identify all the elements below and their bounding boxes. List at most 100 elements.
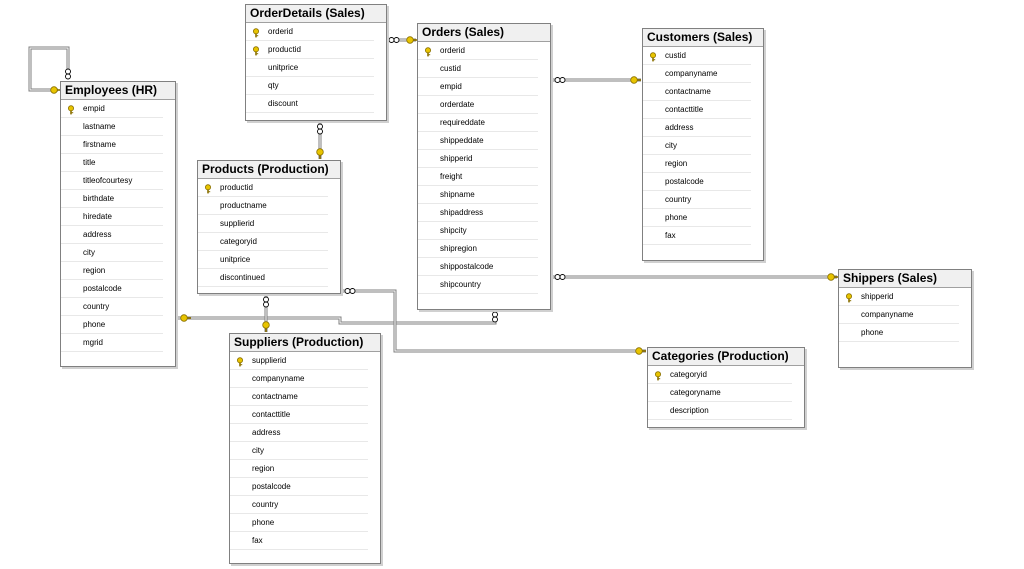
column-row[interactable]: phone bbox=[643, 209, 751, 227]
column-row[interactable]: postalcode bbox=[61, 280, 163, 298]
column-row[interactable]: requireddate bbox=[418, 114, 538, 132]
many-end-icon bbox=[393, 37, 400, 43]
column-row[interactable]: orderdate bbox=[418, 96, 538, 114]
column-row[interactable]: postalcode bbox=[643, 173, 751, 191]
column-name: productid bbox=[268, 45, 301, 54]
column-row[interactable]: unitprice bbox=[198, 251, 328, 269]
table-title[interactable]: Suppliers (Production) bbox=[230, 334, 380, 352]
column-row[interactable]: shippostalcode bbox=[418, 258, 538, 276]
column-name: shipaddress bbox=[440, 208, 484, 217]
column-row[interactable]: supplierid bbox=[198, 215, 328, 233]
column-row[interactable]: country bbox=[643, 191, 751, 209]
column-row[interactable]: firstname bbox=[61, 136, 163, 154]
column-row[interactable]: companyname bbox=[643, 65, 751, 83]
column-row[interactable]: lastname bbox=[61, 118, 163, 136]
primary-key-icon bbox=[251, 45, 261, 56]
column-row[interactable]: contactname bbox=[230, 388, 368, 406]
column-row[interactable]: custid bbox=[643, 47, 751, 65]
column-row[interactable]: orderid bbox=[418, 42, 538, 60]
column-row[interactable]: supplierid bbox=[230, 352, 368, 370]
column-name: shipregion bbox=[440, 244, 477, 253]
column-row[interactable]: region bbox=[230, 460, 368, 478]
column-name: supplierid bbox=[252, 356, 287, 365]
column-row[interactable]: fax bbox=[643, 227, 751, 245]
table-title[interactable]: Categories (Production) bbox=[648, 348, 804, 366]
column-row[interactable]: shipperid bbox=[418, 150, 538, 168]
column-name: orderid bbox=[440, 46, 465, 55]
column-row[interactable]: postalcode bbox=[230, 478, 368, 496]
column-row[interactable]: freight bbox=[418, 168, 538, 186]
column-name: requireddate bbox=[440, 118, 485, 127]
column-row[interactable]: shipperid bbox=[839, 288, 959, 306]
column-name: postalcode bbox=[665, 177, 704, 186]
column-row[interactable]: country bbox=[230, 496, 368, 514]
column-row[interactable]: address bbox=[643, 119, 751, 137]
column-row[interactable]: orderid bbox=[246, 23, 374, 41]
column-row[interactable]: address bbox=[230, 424, 368, 442]
column-row[interactable]: productid bbox=[198, 179, 328, 197]
column-row[interactable]: titleofcourtesy bbox=[61, 172, 163, 190]
table-title[interactable]: Shippers (Sales) bbox=[839, 270, 971, 288]
column-row[interactable]: empid bbox=[418, 78, 538, 96]
key-shaft bbox=[57, 89, 61, 91]
one-end-key-icon bbox=[316, 148, 324, 159]
column-row[interactable]: phone bbox=[839, 324, 959, 342]
column-row[interactable]: productid bbox=[246, 41, 374, 59]
table-orderdetails[interactable]: OrderDetails (Sales)orderid productid unit… bbox=[245, 4, 387, 121]
column-row[interactable]: shipaddress bbox=[418, 204, 538, 222]
column-row[interactable]: hiredate bbox=[61, 208, 163, 226]
column-row[interactable]: categoryid bbox=[198, 233, 328, 251]
column-row[interactable]: shipcity bbox=[418, 222, 538, 240]
column-row[interactable]: contacttitle bbox=[230, 406, 368, 424]
column-name: fax bbox=[252, 536, 263, 545]
column-row[interactable]: city bbox=[230, 442, 368, 460]
key-ring bbox=[827, 273, 835, 281]
column-row[interactable]: contacttitle bbox=[643, 101, 751, 119]
key-ring bbox=[316, 148, 324, 156]
column-row[interactable]: categoryid bbox=[648, 366, 792, 384]
column-row[interactable]: phone bbox=[230, 514, 368, 532]
column-row[interactable]: city bbox=[643, 137, 751, 155]
table-title[interactable]: Employees (HR) bbox=[61, 82, 175, 100]
column-row[interactable]: companyname bbox=[230, 370, 368, 388]
column-name: region bbox=[665, 159, 688, 168]
column-row[interactable]: discount bbox=[246, 95, 374, 113]
column-row[interactable]: unitprice bbox=[246, 59, 374, 77]
column-row[interactable]: description bbox=[648, 402, 792, 420]
table-title[interactable]: OrderDetails (Sales) bbox=[246, 5, 386, 23]
column-row[interactable]: empid bbox=[61, 100, 163, 118]
column-row[interactable]: country bbox=[61, 298, 163, 316]
column-name: empid bbox=[83, 104, 105, 113]
column-row[interactable]: companyname bbox=[839, 306, 959, 324]
column-name: region bbox=[83, 266, 106, 275]
column-row[interactable]: mgrid bbox=[61, 334, 163, 352]
column-row[interactable]: shipname bbox=[418, 186, 538, 204]
column-row[interactable]: productname bbox=[198, 197, 328, 215]
column-row[interactable]: fax bbox=[230, 532, 368, 550]
table-suppliers[interactable]: Suppliers (Production) supplierid companyn… bbox=[229, 333, 381, 564]
column-row[interactable]: region bbox=[643, 155, 751, 173]
table-title[interactable]: Products (Production) bbox=[198, 161, 340, 179]
column-row[interactable]: title bbox=[61, 154, 163, 172]
column-row[interactable]: contactname bbox=[643, 83, 751, 101]
column-row[interactable]: qty bbox=[246, 77, 374, 95]
column-row[interactable]: city bbox=[61, 244, 163, 262]
column-row[interactable]: categoryname bbox=[648, 384, 792, 402]
column-row[interactable]: shipcountry bbox=[418, 276, 538, 294]
column-row[interactable]: custid bbox=[418, 60, 538, 78]
column-row[interactable]: shipregion bbox=[418, 240, 538, 258]
table-title[interactable]: Orders (Sales) bbox=[418, 24, 550, 42]
column-row[interactable]: phone bbox=[61, 316, 163, 334]
column-row[interactable]: region bbox=[61, 262, 163, 280]
column-row[interactable]: shippeddate bbox=[418, 132, 538, 150]
table-title[interactable]: Customers (Sales) bbox=[643, 29, 763, 47]
column-row[interactable]: address bbox=[61, 226, 163, 244]
column-row[interactable]: discontinued bbox=[198, 269, 328, 287]
column-row[interactable]: birthdate bbox=[61, 190, 163, 208]
